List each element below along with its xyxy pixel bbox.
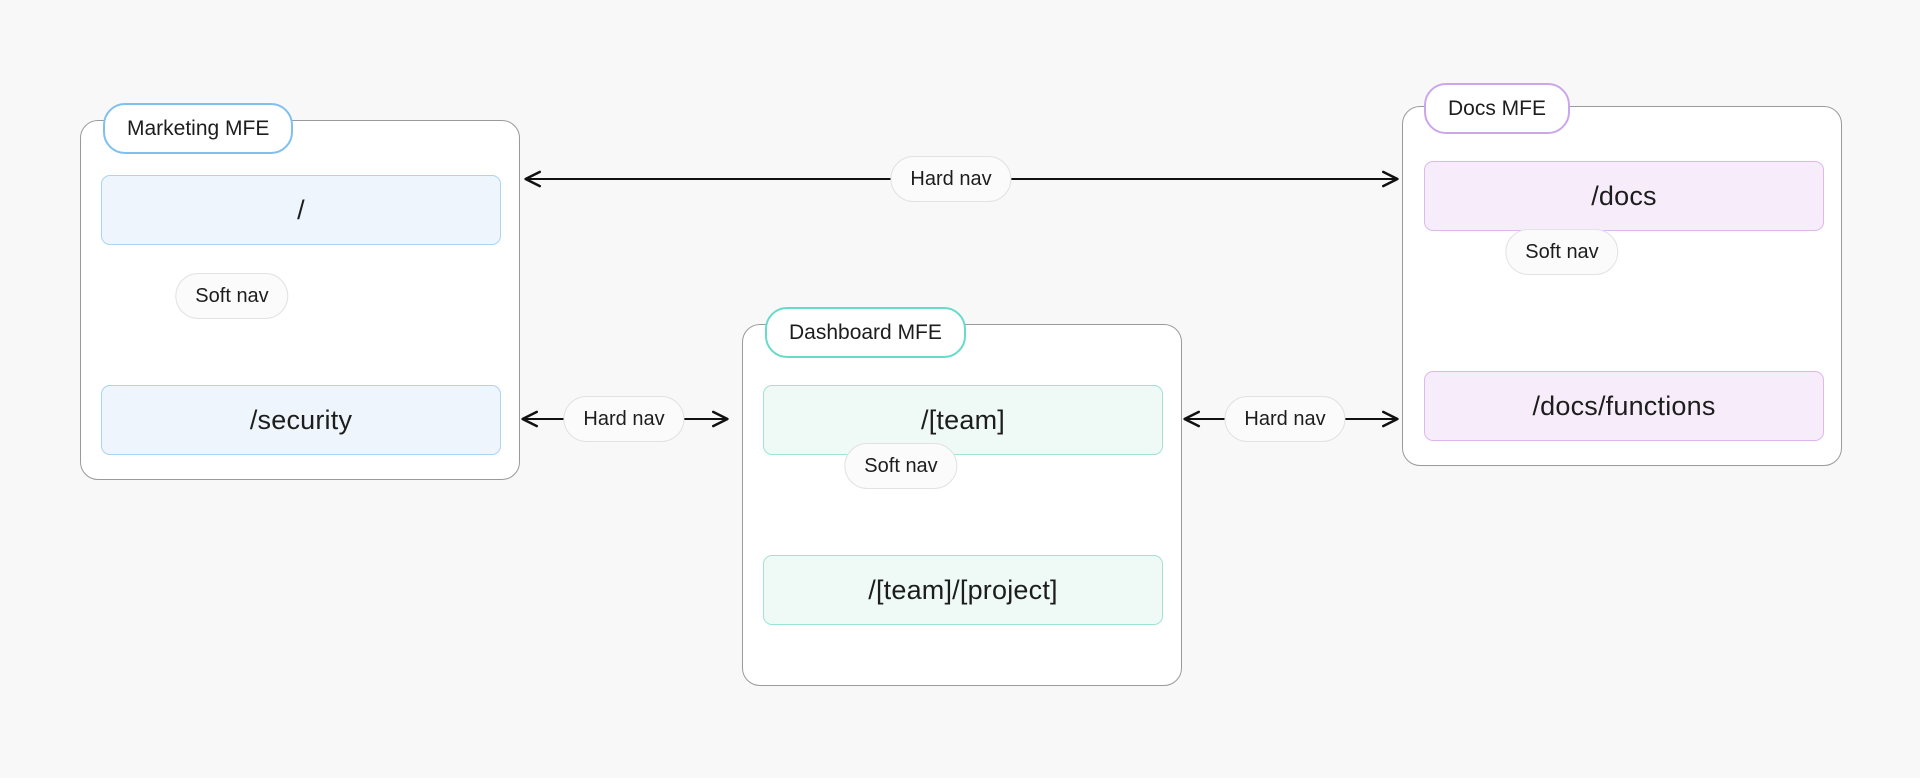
route-node-dashboard-team-project[interactable]: /[team]/[project] xyxy=(763,555,1163,625)
route-node-marketing-root[interactable]: / xyxy=(101,175,501,245)
group-label-dashboard-mfe[interactable]: Dashboard MFE xyxy=(765,307,966,358)
group-dashboard-mfe[interactable] xyxy=(742,324,1182,686)
route-node-dashboard-team[interactable]: /[team] xyxy=(763,385,1163,455)
edge-label-dashboard-docs-hard-nav[interactable]: Hard nav xyxy=(1224,396,1346,442)
edge-label-docs-soft-nav[interactable]: Soft nav xyxy=(1505,229,1619,275)
route-node-docs-root[interactable]: /docs xyxy=(1424,161,1824,231)
edge-label-dashboard-soft-nav[interactable]: Soft nav xyxy=(844,443,958,489)
group-label-marketing-mfe[interactable]: Marketing MFE xyxy=(103,103,294,154)
group-label-docs-mfe[interactable]: Docs MFE xyxy=(1424,83,1571,134)
edge-label-marketing-docs-hard-nav[interactable]: Hard nav xyxy=(890,156,1012,202)
edge-label-marketing-dashboard-hard-nav[interactable]: Hard nav xyxy=(563,396,685,442)
route-node-docs-functions[interactable]: /docs/functions xyxy=(1424,371,1824,441)
route-node-marketing-security[interactable]: /security xyxy=(101,385,501,455)
edge-label-marketing-soft-nav[interactable]: Soft nav xyxy=(175,273,289,319)
